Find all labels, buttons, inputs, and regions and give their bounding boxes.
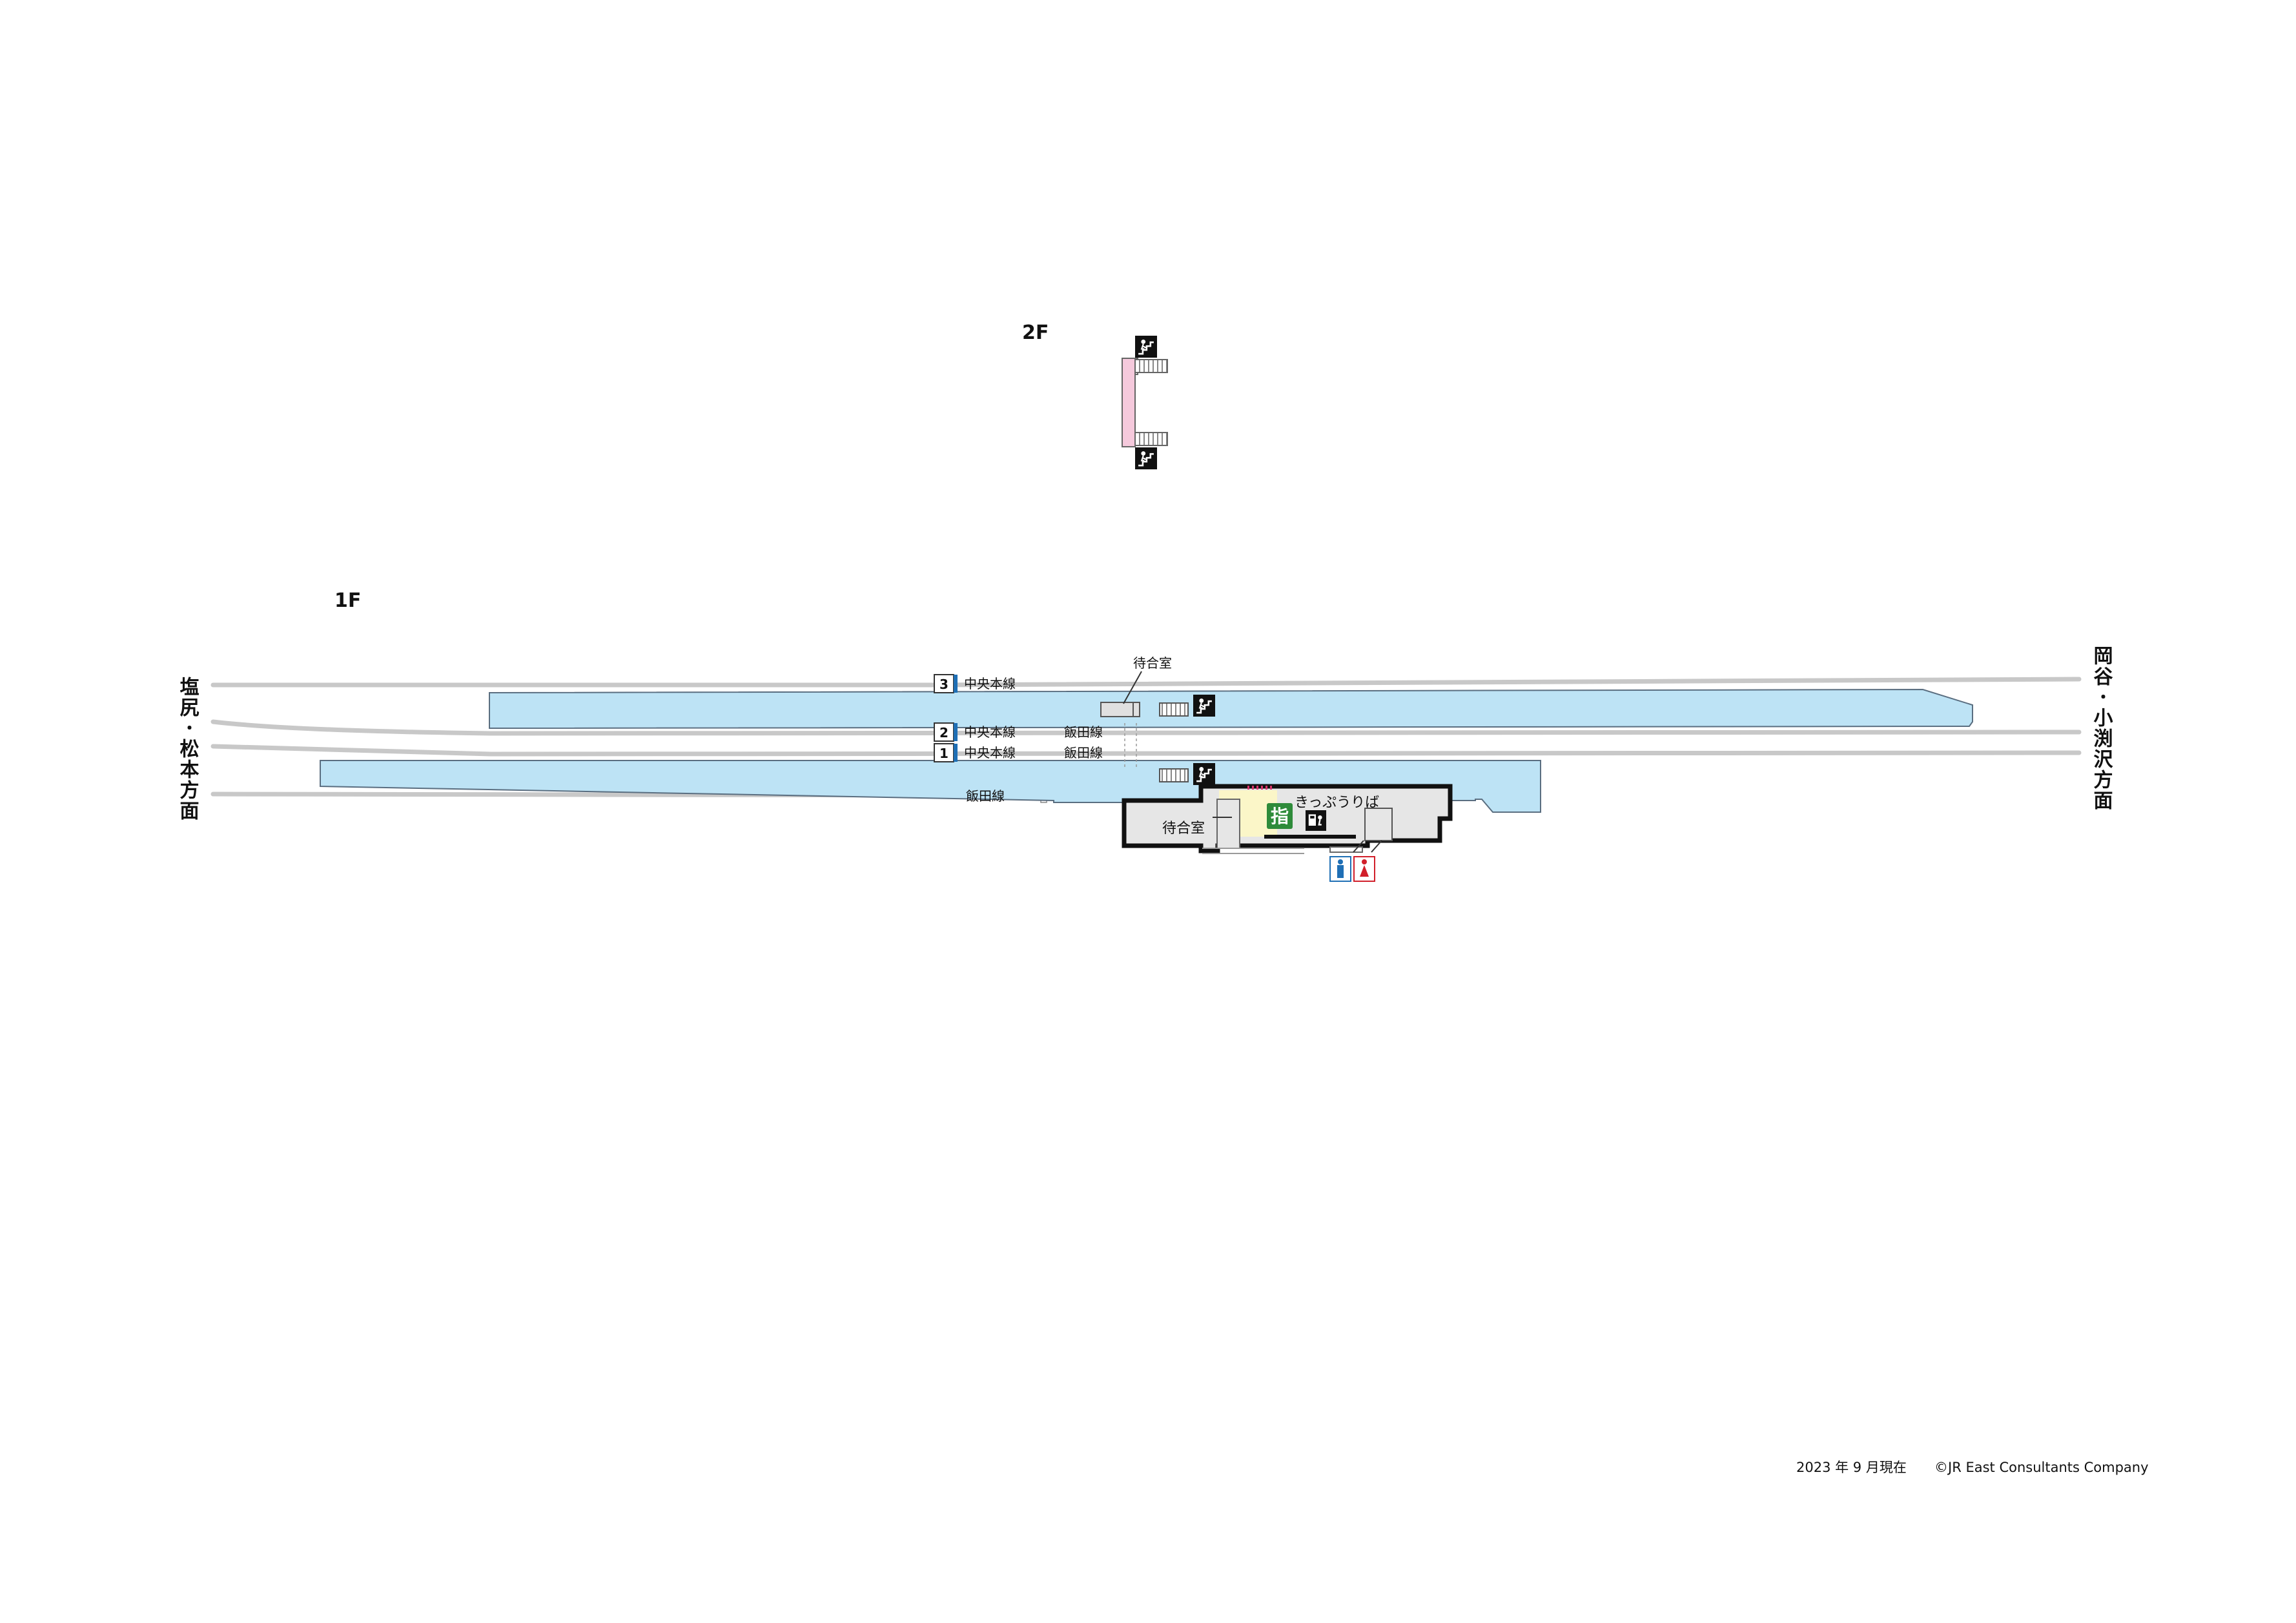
waiting-room-platform[interactable] bbox=[1100, 702, 1140, 717]
track-2 bbox=[210, 719, 2082, 736]
reserved-ticket-sign[interactable] bbox=[1267, 803, 1293, 829]
ticket-machine-icon bbox=[1306, 810, 1326, 831]
track-3 bbox=[210, 677, 2082, 688]
direction-right: 岡谷･小渕沢方面 bbox=[2090, 646, 2113, 811]
track-1-badge: 1 中央本線 飯田線 bbox=[934, 743, 1103, 762]
track-number-3: 3 bbox=[939, 677, 948, 692]
footer-date: 2023 年 9 月現在 bbox=[1796, 1460, 1907, 1475]
stairs-down-north[interactable] bbox=[1134, 359, 1168, 373]
floor-label-1f: 1F bbox=[334, 589, 361, 612]
waiting-room-partition bbox=[1216, 799, 1240, 849]
stairs-up-lower-platform[interactable] bbox=[1159, 768, 1189, 782]
platform-waiting-room-label: 待合室 bbox=[1133, 655, 1172, 671]
track-1 bbox=[210, 744, 2082, 757]
stairs-icon bbox=[1135, 336, 1157, 358]
station-building: 待合室 指 きっぷうりば bbox=[1122, 784, 1453, 854]
track-3-line: 中央本線 bbox=[964, 676, 1016, 691]
stairs-down-south[interactable] bbox=[1134, 432, 1168, 446]
restroom-women-icon bbox=[1353, 856, 1375, 882]
floor-label-2f: 2F bbox=[1022, 322, 1049, 344]
platform-track-3-2 bbox=[489, 688, 1973, 730]
footbridge-corridor bbox=[1122, 358, 1136, 447]
stairs-up-upper-platform[interactable] bbox=[1159, 702, 1189, 717]
bay-line-label: 飯田線 bbox=[966, 788, 1005, 804]
lower-platform-facilities bbox=[1159, 763, 1215, 785]
track-2-line: 中央本線 bbox=[964, 724, 1016, 740]
waiting-room-label: 待合室 bbox=[1162, 821, 1205, 837]
track-2-badge: 2 中央本線 飯田線 bbox=[934, 722, 1103, 742]
restroom-block bbox=[1364, 808, 1393, 841]
track-1-line: 中央本線 bbox=[964, 745, 1016, 760]
stairs-icon bbox=[1135, 447, 1157, 469]
footbridge bbox=[1122, 336, 1168, 469]
footer-copyright: ©JR East Consultants Company bbox=[1934, 1460, 2149, 1475]
stairs-icon bbox=[1193, 695, 1215, 717]
track-3-badge: 3 中央本線 bbox=[934, 674, 1016, 693]
restroom-men-icon bbox=[1329, 856, 1351, 882]
track-number-1: 1 bbox=[939, 746, 948, 761]
track-number-2: 2 bbox=[939, 725, 948, 740]
upper-platform-facilities: 待合室 bbox=[1100, 655, 1215, 767]
direction-left: 塩尻･松本方面 bbox=[176, 677, 200, 821]
track-2-branch-line: 飯田線 bbox=[1064, 724, 1103, 740]
stairs-icon bbox=[1193, 763, 1215, 785]
track-1-branch-line: 飯田線 bbox=[1064, 745, 1103, 760]
reserved-ticket-sign-label: 指 bbox=[1271, 806, 1289, 827]
restroom-entrance bbox=[1329, 846, 1363, 853]
